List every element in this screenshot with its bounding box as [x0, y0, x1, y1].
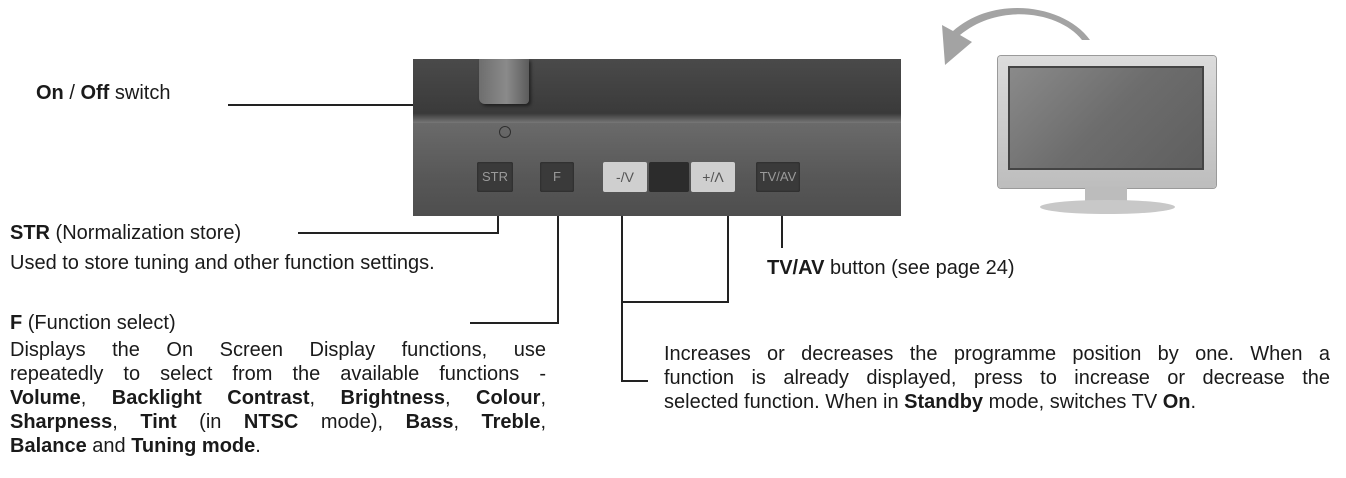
updown-description: Increases or decreases the programme pos… — [664, 343, 1330, 413]
onoff-label: On / Off switch — [36, 82, 171, 104]
f-label: F (Function select) — [10, 312, 176, 334]
str-description: Used to store tuning and other function … — [10, 252, 435, 274]
curved-arrow-icon — [942, 7, 1090, 65]
tv-control-panel: STR F -/V +/Λ TV/AV — [413, 59, 901, 216]
tv-stand — [1040, 200, 1175, 214]
tv-screen — [1008, 66, 1204, 170]
power-switch — [479, 59, 529, 104]
tv-av-button: TV/AV — [756, 162, 800, 192]
tv-neck — [1085, 187, 1127, 201]
minus-v-button: -/V — [603, 162, 647, 192]
f-leader — [470, 175, 559, 324]
f-description: Displays the On Screen Display functions… — [10, 339, 547, 457]
tvav-label: TV/AV button (see page 24) — [767, 257, 1015, 279]
tv-illustration — [998, 56, 1216, 188]
f-button: F — [540, 162, 574, 192]
str-label: STR (Normalization store) — [10, 222, 242, 244]
str-button: STR — [477, 162, 513, 192]
power-indicator-icon — [499, 126, 511, 138]
plus-a-button: +/Λ — [691, 162, 735, 192]
button-gap — [649, 162, 689, 192]
updown-leader — [621, 175, 729, 382]
